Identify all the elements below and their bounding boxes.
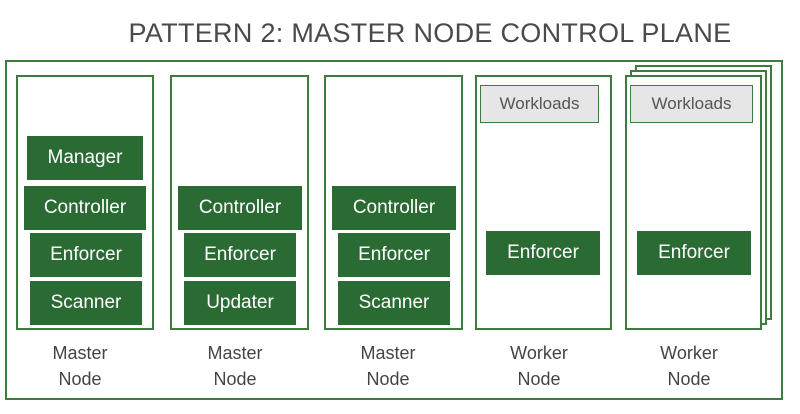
node-label-line2: Node — [517, 369, 561, 389]
enforcer-component: Enforcer — [184, 233, 296, 277]
diagram-frame — [5, 60, 783, 400]
enforcer-component: Enforcer — [338, 233, 450, 277]
node-label-line1: Master — [52, 343, 108, 363]
controller-component: Controller — [332, 186, 456, 230]
node-label-line2: Node — [58, 369, 102, 389]
node-label-line1: Master — [207, 343, 263, 363]
manager-component: Manager — [27, 136, 143, 180]
enforcer-component: Enforcer — [30, 233, 142, 277]
node-label: Worker Node — [629, 340, 749, 392]
node-label-line2: Node — [366, 369, 410, 389]
node-label-line1: Worker — [510, 343, 568, 363]
enforcer-component: Enforcer — [486, 231, 600, 275]
node-label: Worker Node — [479, 340, 599, 392]
page-title: PATTERN 2: MASTER NODE CONTROL PLANE — [128, 18, 732, 48]
node-label: Master Node — [175, 340, 295, 392]
scanner-component: Scanner — [30, 281, 142, 325]
controller-component: Controller — [24, 186, 146, 230]
node-label: Master Node — [328, 340, 448, 392]
workloads-box: Workloads — [630, 85, 753, 123]
enforcer-component: Enforcer — [637, 231, 751, 275]
node-label-line1: Worker — [660, 343, 718, 363]
node-label: Master Node — [20, 340, 140, 392]
controller-component: Controller — [178, 186, 302, 230]
node-label-line2: Node — [213, 369, 257, 389]
node-label-line2: Node — [667, 369, 711, 389]
updater-component: Updater — [184, 281, 296, 325]
scanner-component: Scanner — [338, 281, 450, 325]
node-label-line1: Master — [360, 343, 416, 363]
workloads-box: Workloads — [480, 85, 599, 123]
